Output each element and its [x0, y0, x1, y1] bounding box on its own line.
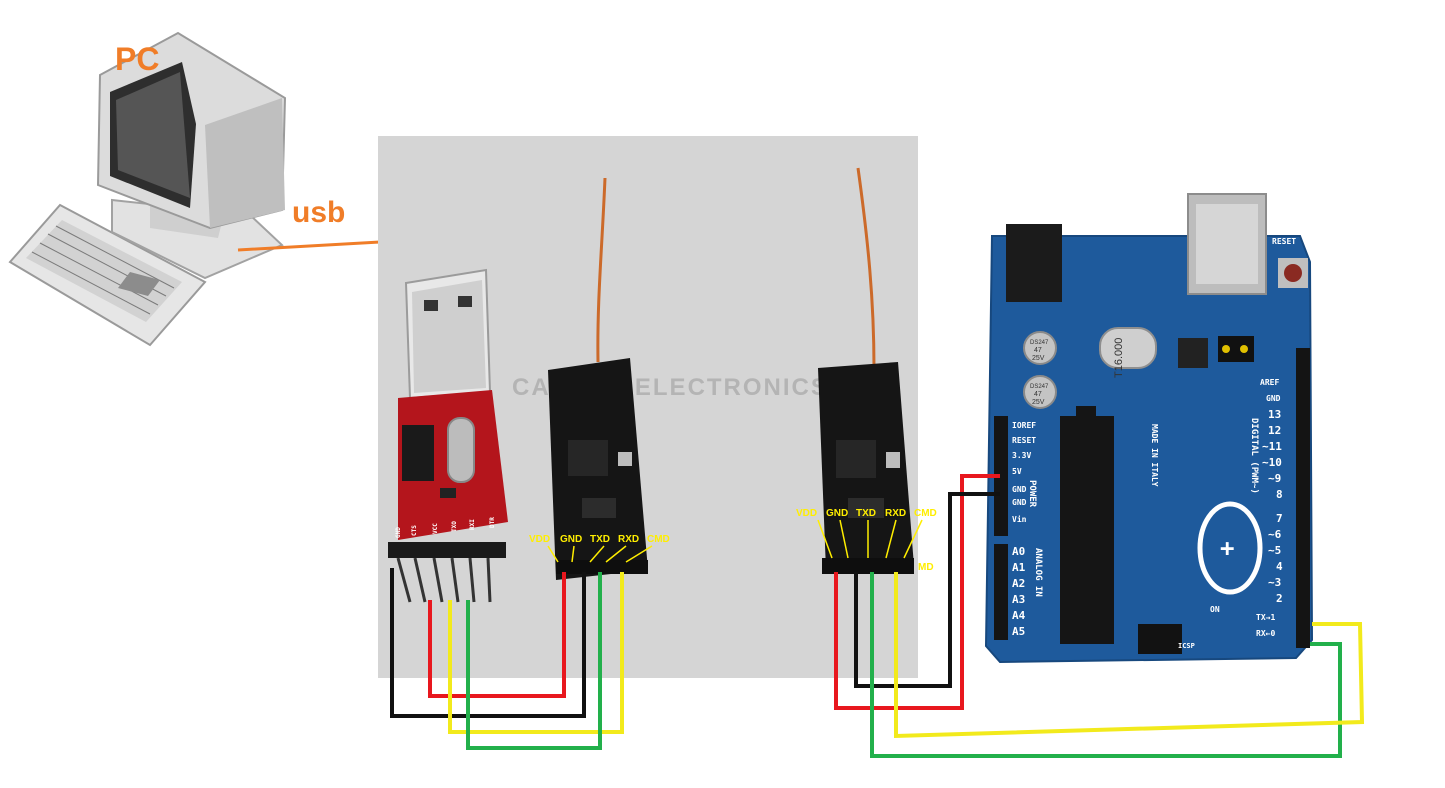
- crystal-label: T16.000: [1113, 338, 1125, 378]
- power-header-label: POWER: [1027, 480, 1037, 508]
- usb-pin-vcc: VCC: [432, 523, 439, 534]
- dig-gnd: GND: [1266, 394, 1281, 403]
- dig-aref: AREF: [1260, 378, 1279, 387]
- analog-a1: A1: [1012, 561, 1026, 574]
- arduino-logo: [1197, 501, 1263, 595]
- reset-button-label: RESET: [1272, 237, 1296, 246]
- made-in-label: MADE IN ITALY: [1150, 424, 1159, 487]
- dig-2: 2: [1276, 592, 1283, 605]
- wire-yellow-right: [894, 572, 1365, 739]
- dig-9: ~9: [1268, 472, 1281, 485]
- usb-label: usb: [292, 196, 345, 229]
- pwr-reset: RESET: [1012, 436, 1036, 445]
- dig-12: 12: [1268, 424, 1281, 437]
- dig-4: 4: [1276, 560, 1283, 573]
- usb-ttl-adapter: GND CTS VCC TXO RXI DTR: [388, 268, 508, 603]
- dig-10: ~10: [1262, 456, 1282, 469]
- pc-computer-icon: PC usb: [8, 31, 345, 347]
- left-pin-txd: TXD: [590, 534, 610, 545]
- wire-black-left: [390, 568, 586, 718]
- cap-text-1: DS247: [1030, 340, 1049, 346]
- usb-pin-cts: CTS: [411, 525, 418, 536]
- dig-7: 7: [1276, 512, 1283, 525]
- pwr-vin: Vin: [1012, 514, 1027, 524]
- wire-red-left: [428, 572, 566, 698]
- analog-a0: A0: [1012, 545, 1025, 558]
- dig-5: ~5: [1268, 544, 1281, 557]
- right-md-label: MD: [918, 562, 934, 573]
- power-header: [994, 416, 1008, 536]
- cap-text-3: 25V: [1032, 355, 1045, 362]
- right-pin-cmd: CMD: [914, 508, 937, 519]
- usb-pin-rxi: RXI: [469, 519, 476, 530]
- dig-tx1: TX→1: [1256, 613, 1275, 622]
- dig-13: 13: [1268, 408, 1281, 421]
- analog-header-label: ANALOG IN: [1033, 548, 1043, 597]
- dig-8: 8: [1276, 488, 1283, 501]
- dig-11: ~11: [1262, 440, 1282, 453]
- analog-a3: A3: [1012, 593, 1025, 606]
- cap-text-6: 25V: [1032, 399, 1045, 406]
- cap-text-2: 47: [1034, 347, 1042, 354]
- cap-text-4: DS247: [1030, 384, 1049, 390]
- on-led-label: ON: [1210, 605, 1220, 614]
- wire-green-left: [466, 572, 602, 750]
- wire-red-right: [834, 474, 1000, 710]
- crystal: [1099, 327, 1157, 369]
- wire-yellow-left: [448, 572, 624, 734]
- right-pin-vdd: VDD: [796, 508, 817, 519]
- right-pin-txd: TXD: [856, 508, 876, 519]
- wires-right: [834, 474, 1365, 758]
- logo-plus-sign: +: [1220, 534, 1234, 562]
- pwr-gnd-2: GND: [1012, 498, 1027, 507]
- icsp-label: ICSP: [1178, 642, 1195, 650]
- arduino-board: DS247 47 25V DS247 47 25V T16.000 RESET …: [984, 193, 1314, 664]
- dig-3: ~3: [1268, 576, 1281, 589]
- pwr-gnd-1: GND: [1012, 485, 1027, 494]
- wires-left: [390, 568, 624, 750]
- digital-header-label: DIGITAL (PWM~): [1249, 418, 1259, 494]
- wire-black-right: [854, 492, 1000, 688]
- pc-label: PC: [115, 41, 159, 77]
- wire-green-right: [870, 572, 1342, 758]
- right-pin-gnd: GND: [826, 508, 848, 519]
- left-pin-vdd: VDD: [529, 534, 550, 545]
- right-pin-rxd: RXD: [885, 508, 906, 519]
- left-pin-cmd: CMD: [647, 534, 670, 545]
- wireless-module-right: VDD GND TXD RXD CMD MD: [796, 167, 937, 574]
- analog-a4: A4: [1012, 609, 1026, 622]
- usb-pin-gnd: GND: [395, 527, 402, 538]
- dig-6: ~6: [1268, 528, 1282, 541]
- atmega-chip: [1060, 416, 1114, 644]
- dig-rx0: RX←0: [1256, 629, 1275, 638]
- analog-a5: A5: [1012, 625, 1025, 638]
- usb-pin-txo: TXO: [451, 521, 458, 532]
- left-pin-rxd: RXD: [618, 534, 639, 545]
- dc-jack: [1006, 224, 1062, 302]
- digital-header: [1296, 348, 1310, 648]
- analog-header: [994, 544, 1008, 640]
- cap-text-5: 47: [1034, 391, 1042, 398]
- antenna-left: [596, 177, 607, 363]
- pwr-ioref: IOREF: [1012, 421, 1036, 430]
- usb-pin-dtr: DTR: [489, 517, 496, 528]
- analog-a2: A2: [1012, 577, 1025, 590]
- wireless-module-left: VDD GND TXD RXD CMD: [529, 177, 670, 580]
- pwr-3v3: 3.3V: [1012, 451, 1031, 460]
- left-pin-gnd: GND: [560, 534, 582, 545]
- pwr-5v: 5V: [1012, 467, 1022, 476]
- antenna-right: [856, 167, 876, 369]
